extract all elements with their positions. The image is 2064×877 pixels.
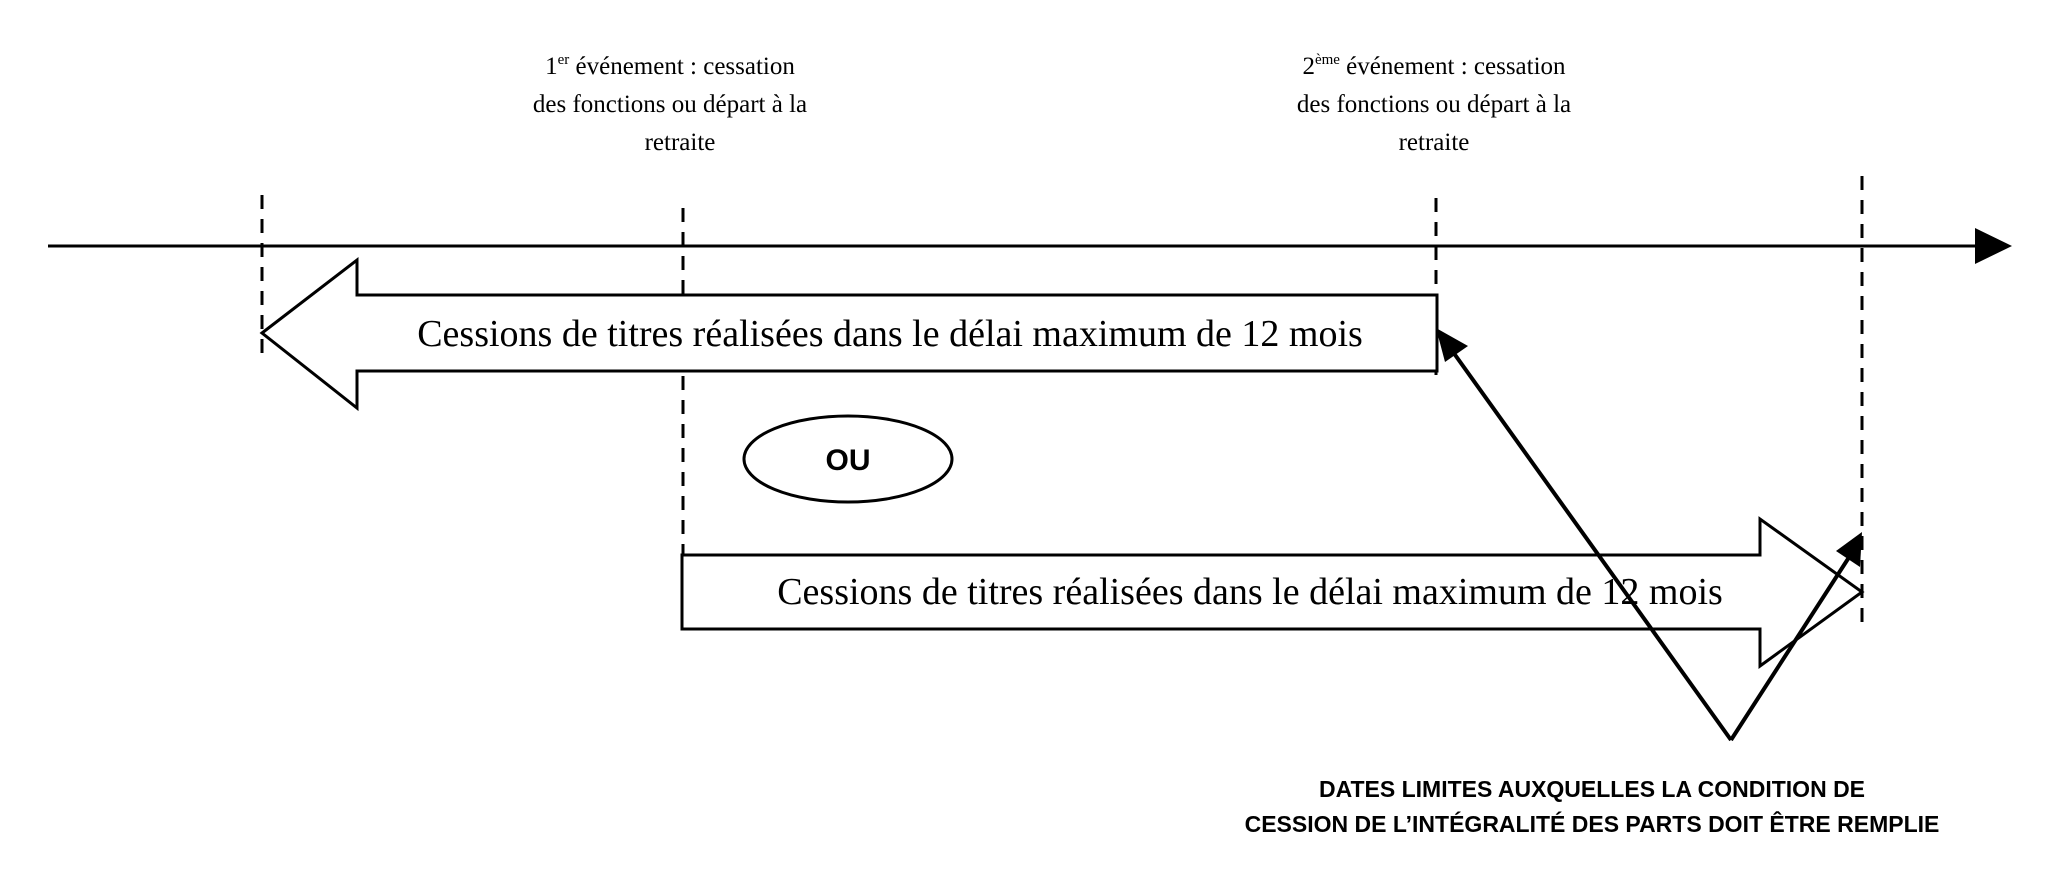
or-label: OU <box>826 444 871 477</box>
forward-block-arrow <box>680 516 1865 669</box>
pointer-arrowhead-backward <box>1436 328 1468 362</box>
event-1-line-1: événement : cessation <box>569 53 795 80</box>
event-1-label: 1er événement : cessation <box>545 52 795 80</box>
event-1-superscript: er <box>558 52 570 68</box>
event-2-label: 2ème événement : cessation <box>1302 52 1566 80</box>
caption-line-2: CESSION DE L’INTÉGRALITÉ DES PARTS DOIT … <box>1245 810 1940 837</box>
event-1-line-3: retraite <box>645 129 716 156</box>
event-1-line-2: des fonctions ou départ à la <box>533 91 807 118</box>
caption-line-1: DATES LIMITES AUXQUELLES LA CONDITION DE <box>1319 776 1865 802</box>
event-2-line-1: événement : cessation <box>1340 53 1566 80</box>
pointer-arrowhead-forward <box>1836 532 1862 567</box>
event-2-line-2: des fonctions ou départ à la <box>1297 91 1571 118</box>
forward-arrow-label: Cessions de titres réalisées dans le dél… <box>777 571 1723 613</box>
timeline-arrowhead <box>1975 228 2012 264</box>
pointer-arrow-to-backward-end <box>1446 343 1733 742</box>
event-2-line-3: retraite <box>1399 129 1470 156</box>
event-2-superscript: ème <box>1315 52 1340 68</box>
event-1-number: 1 <box>545 53 558 80</box>
event-2-number: 2 <box>1302 53 1315 80</box>
backward-arrow-label: Cessions de titres réalisées dans le dél… <box>417 313 1363 355</box>
pointer-arrow-to-forward-end <box>1729 546 1857 742</box>
or-ellipse <box>742 414 954 504</box>
backward-block-arrow <box>259 256 1439 412</box>
